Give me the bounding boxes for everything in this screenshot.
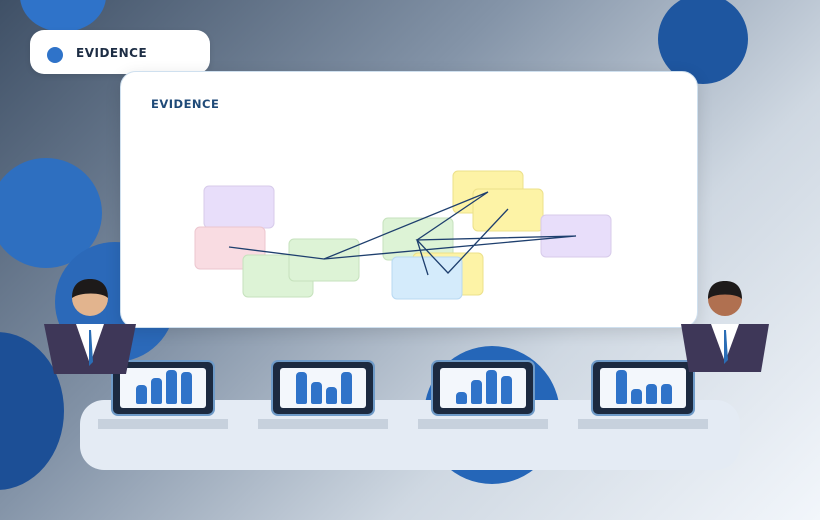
desk-shelf: [98, 419, 228, 429]
dot-icon: [47, 47, 63, 63]
laptop: [271, 360, 375, 416]
connection-line: [323, 208, 577, 274]
sticky-note-yellow: [472, 188, 544, 232]
laptop-chart-bar: [661, 384, 672, 404]
desk-shelf: [418, 419, 548, 429]
desk-shelf: [578, 419, 708, 429]
presenter-icon: [44, 279, 136, 374]
desk-shelf: [258, 419, 388, 429]
deco-circle-top-left: [20, 0, 106, 32]
laptop-chart-bar: [616, 370, 627, 404]
evidence-badge: EVIDENCE: [30, 30, 210, 74]
badge-label: EVIDENCE: [76, 46, 148, 60]
laptop-chart-bar: [136, 385, 147, 404]
laptop-chart-bar: [631, 389, 642, 404]
laptop-chart-bar: [486, 370, 497, 404]
sticky-note-lightblue: [391, 256, 463, 300]
laptop-chart-bar: [326, 387, 337, 404]
connection-line: [228, 191, 489, 276]
laptop-chart-bar: [181, 372, 192, 404]
presenter-icon: [681, 281, 769, 372]
evidence-map: [194, 170, 612, 300]
laptop-chart-bar: [501, 376, 512, 404]
bar-chart-icon: [280, 368, 366, 408]
laptop-chart-bar: [311, 382, 322, 404]
laptop-chart-bar: [646, 384, 657, 404]
laptop-chart-bar: [456, 392, 467, 404]
laptop: [431, 360, 535, 416]
laptop-chart-bar: [471, 380, 482, 404]
laptop: [591, 360, 695, 416]
laptop-chart-bar: [341, 372, 352, 404]
bar-chart-icon: [600, 368, 686, 408]
laptop-chart-bar: [166, 370, 177, 404]
laptop-chart-bar: [296, 372, 307, 404]
evidence-board: EVIDENCE: [120, 71, 698, 328]
sticky-note-purple: [203, 185, 275, 229]
bar-chart-icon: [440, 368, 526, 408]
laptop: [111, 360, 215, 416]
deco-circle-top-right: [658, 0, 748, 84]
sticky-note-green: [288, 238, 360, 282]
bar-chart-icon: [120, 368, 206, 408]
board-title: EVIDENCE: [151, 97, 220, 111]
laptop-chart-bar: [151, 378, 162, 404]
